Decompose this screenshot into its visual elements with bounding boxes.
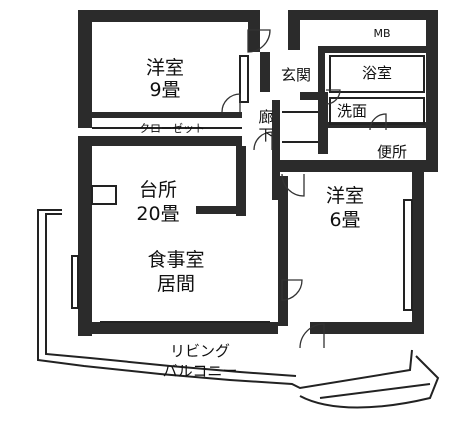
balcony-name-2: バルコニー [163, 362, 238, 380]
room-western-9-name: 洋室 [146, 57, 184, 79]
room-western-6-name: 洋室 [326, 185, 364, 207]
doors [221, 29, 387, 349]
room-closet: クローゼット [139, 122, 205, 135]
room-living-name: 居間 [157, 273, 195, 295]
room-kitchen-name: 台所 [139, 179, 177, 201]
room-western-6-size: 6畳 [329, 209, 360, 231]
room-washroom: 洗面 [337, 102, 367, 120]
room-dining-name: 食事室 [147, 249, 204, 271]
room-labels: 洋室 9畳 玄関 浴室 MB クローゼット 廊 下 洗面 便所 台所 20畳 食… [136, 27, 407, 380]
room-toilet: 便所 [377, 143, 407, 161]
room-hall-2: 下 [258, 126, 273, 144]
walls [78, 10, 438, 336]
room-entrance: 玄関 [281, 66, 311, 84]
room-kitchen-size: 20畳 [136, 203, 179, 225]
balcony-name-1: リビング [170, 342, 230, 360]
room-western-9-size: 9畳 [149, 79, 180, 101]
room-mb: MB [373, 27, 390, 40]
room-hall-1: 廊 [258, 108, 273, 126]
room-bath: 浴室 [362, 64, 392, 82]
details [37, 55, 440, 409]
